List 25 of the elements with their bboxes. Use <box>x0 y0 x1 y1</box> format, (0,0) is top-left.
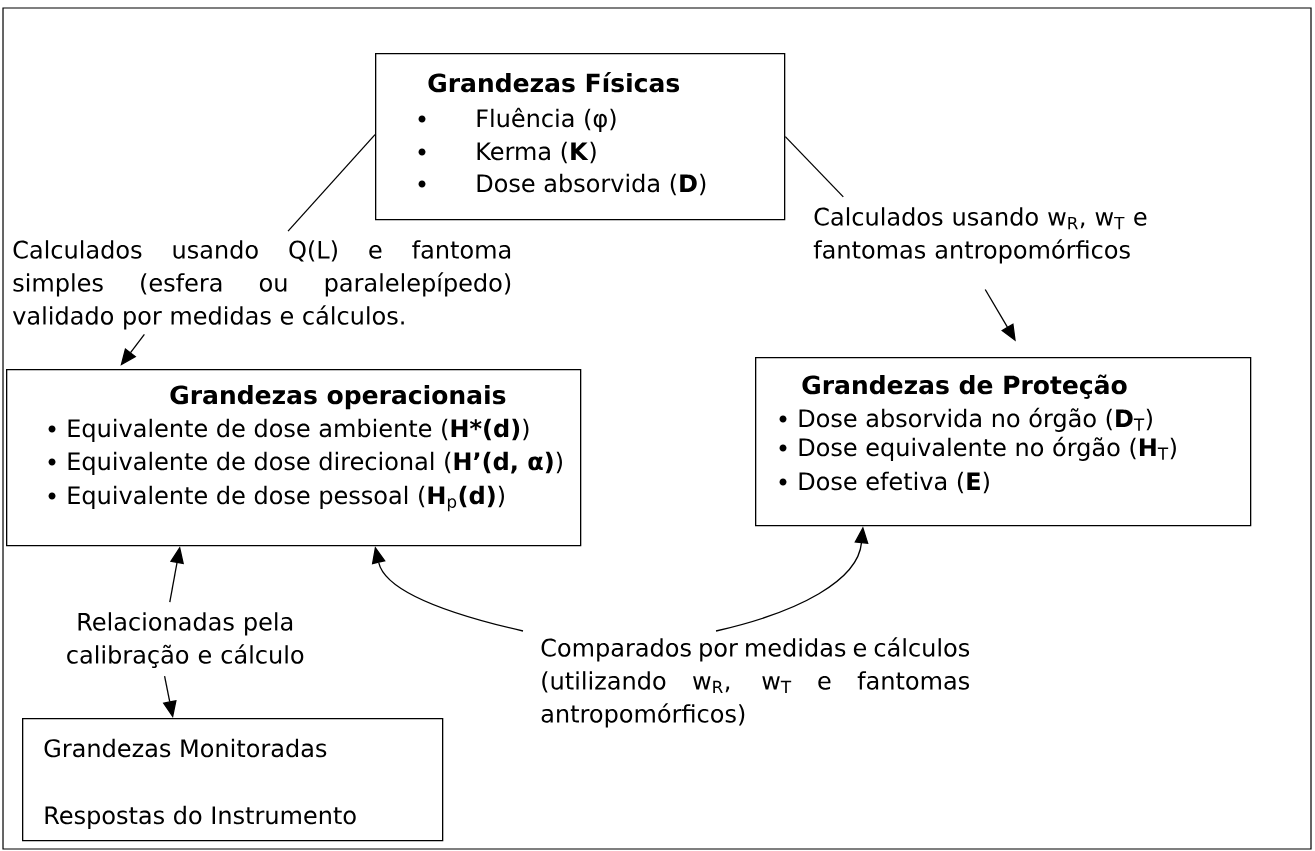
quantity-box <box>6 369 582 547</box>
connector-line <box>784 136 844 198</box>
bullet-item: Equivalente de dose ambiente (H*(d)) <box>48 418 529 442</box>
bullet-item: Fluência (φ) <box>418 107 616 132</box>
bullet-item: Equivalente de dose pessoal (H$_{p}$(d)) <box>48 485 504 512</box>
quantity-box <box>22 718 444 842</box>
bullet-item: Equivalente de dose direcional (H’(d, α)) <box>48 451 562 475</box>
bullet-item: Dose absorvida (D) <box>418 173 706 196</box>
bullet-item: Dose efetiva (E) <box>779 471 989 494</box>
bullet-item: Dose equivalente no órgão (H$_{T}$) <box>779 436 1176 461</box>
annotation-text: Calculados usando w$_{R}$, w$_{T}$ e fantomas antropomórficos <box>813 207 1147 264</box>
text-line: Respostas do Instrumento <box>45 805 356 829</box>
heading: Grandezas Físicas <box>428 72 680 93</box>
annotation-text: Relacionadas pela calibração e cálculo <box>67 612 304 669</box>
annotation-text: Comparados por medidas e cálculos (utilizando w$_{R}$, w$_{T}$ e fantomas antropomórficos) <box>541 637 970 728</box>
bullet-item: Kerma (K) <box>418 141 596 164</box>
text-line: Grandezas Monitoradas <box>44 738 327 758</box>
heading: Grandezas operacionais <box>170 385 506 410</box>
quantity-box <box>755 357 1252 527</box>
heading: Grandezas de Proteção <box>802 374 1127 399</box>
quantity-box <box>375 53 786 221</box>
arrow <box>120 333 146 366</box>
annotation-text: Calculados usando Q(L) e fantoma simples (esfera ou paralelepípedo) validado por medidas e cálculos. <box>12 240 511 330</box>
bullet-item: Dose absorvida no órgão (D$_{T}$) <box>779 407 1152 432</box>
connector-line <box>287 134 376 232</box>
